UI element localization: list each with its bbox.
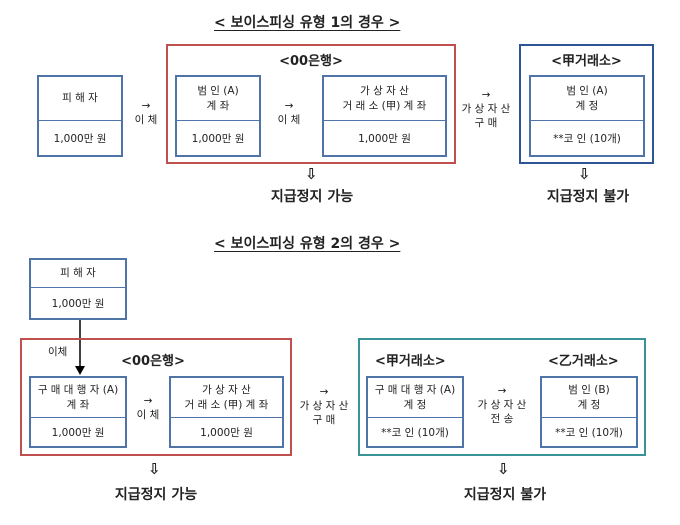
right-arrow-icon: → — [319, 386, 329, 398]
case1-title: < 보이스피싱 유형 1의 경우 > — [214, 15, 401, 31]
case1-criminal-wallet-box: 범 인 (A) 계 정 **코 인 (10개) — [529, 75, 645, 157]
case1-exchange-account-box: 가 상 자 산 거 래 소 (甲) 계 좌 1,000만 원 — [322, 75, 447, 157]
down-arrow-icon: ⇩ — [578, 165, 591, 183]
case2-result-bank: 지급정지 가능 — [114, 487, 198, 503]
down-arrow-icon: ⇩ — [305, 165, 318, 183]
case1-victim-box: 피 해 자 1,000만 원 — [37, 75, 123, 157]
case2-exchange-title-left: <甲거래소> — [375, 354, 446, 369]
case1-result-exchange: 지급정지 불가 — [546, 189, 630, 205]
case2-purchase: → 가 상 자 산 구 매 — [294, 385, 354, 427]
case2-bank-frame — [20, 338, 292, 456]
case2-result-exchange: 지급정지 불가 — [463, 487, 547, 503]
case1-exchange-title: <甲거래소> — [551, 54, 622, 69]
case2-title: < 보이스피싱 유형 2의 경우 > — [214, 236, 401, 252]
case1-exchange-frame — [519, 44, 654, 164]
case2-transfer: → 이 체 — [128, 394, 168, 422]
case2-agent-wallet-box: 구 매 대 행 자 (A) 계 정 **코 인 (10개) — [366, 376, 464, 448]
case1-criminal-account-box: 범 인 (A) 계 좌 1,000만 원 — [175, 75, 261, 157]
case1-bank-title: <00은행> — [279, 54, 343, 69]
case2-transfer-down-label: 이체 — [48, 346, 68, 358]
case2-exchange-account-box: 가 상 자 산 거 래 소 (甲) 계 좌 1,000만 원 — [169, 376, 284, 448]
victim-label: 피 해 자 — [62, 92, 98, 104]
case2-exchange-title-right: <乙거래소> — [548, 354, 619, 369]
down-arrow-icon — [75, 320, 85, 375]
down-arrow-icon: ⇩ — [497, 460, 510, 478]
case2-bank-title: <00은행> — [121, 354, 185, 369]
case1-transfer-2: → 이 체 — [267, 99, 311, 127]
case1-purchase: → 가 상 자 산 구 매 — [456, 88, 516, 130]
case2-agent-account-box: 구 매 대 행 자 (A) 계 좌 1,000만 원 — [29, 376, 127, 448]
case1-bank-frame — [166, 44, 456, 164]
case2-exchange-frame — [358, 338, 646, 456]
case1-transfer-1: → 이 체 — [126, 99, 166, 127]
right-arrow-icon: → — [284, 100, 294, 112]
right-arrow-icon: → — [481, 89, 491, 101]
victim-amount: 1,000만 원 — [53, 132, 107, 145]
right-arrow-icon: → — [141, 100, 151, 112]
case2-criminal-wallet-box: 범 인 (B) 계 정 **코 인 (10개) — [540, 376, 638, 448]
down-arrow-icon: ⇩ — [148, 460, 161, 478]
case2-send: → 가 상 자 산 전 송 — [470, 384, 534, 426]
right-arrow-icon: → — [143, 395, 153, 407]
case2-victim-box: 피 해 자 1,000만 원 — [29, 258, 127, 320]
case1-result-bank: 지급정지 가능 — [270, 189, 354, 205]
right-arrow-icon: → — [497, 385, 507, 397]
